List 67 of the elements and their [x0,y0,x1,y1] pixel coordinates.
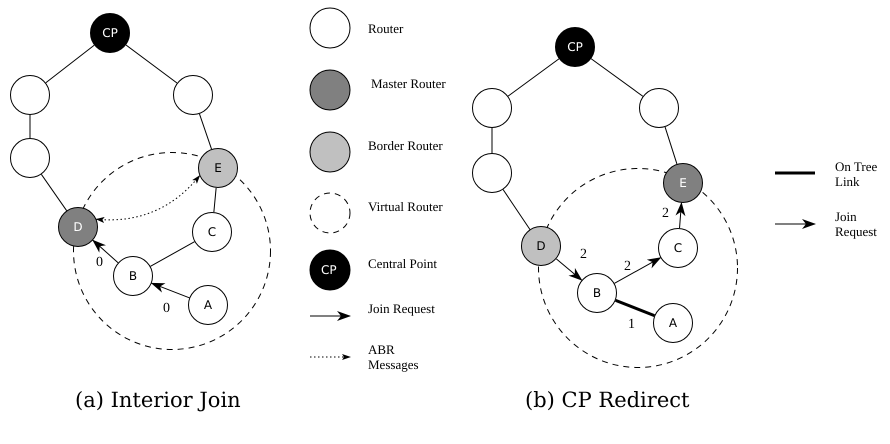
arrow [556,258,582,281]
swatch-label: CP [321,263,337,277]
link-line [150,241,196,267]
edge-label: 1 [628,318,635,332]
router-circle [113,256,153,296]
legend-label: Join Request [835,209,878,239]
node-label: E [679,176,687,190]
panel-caption: (a) Interior Join [75,388,241,412]
router-circle [188,285,228,325]
node-label: C [208,225,216,239]
router-circle [639,88,679,128]
panel-caption: (b) CP Redirect [525,388,690,412]
virtual-router-circle [538,168,738,368]
node-label: B [128,269,138,283]
router-circle [658,228,698,268]
legend-label: On Tree Link [835,159,878,189]
edge-label: 0 [163,302,170,316]
router-circle [472,88,512,128]
edge-label: 2 [580,248,587,262]
edge-label: 0 [96,256,103,270]
node-label: C [674,241,682,255]
arrow [614,257,662,284]
link-line [502,189,530,230]
router-circle [577,273,617,313]
master-router-circle [663,163,703,203]
legend-label: Border Router [368,138,443,153]
link-line [590,58,644,97]
link-line [508,58,560,97]
link-line [664,126,678,164]
link-line [126,44,178,84]
link-line [213,187,217,213]
edge-label: 2 [624,260,631,274]
router-circle [192,212,232,252]
node-label: B [592,286,602,300]
node-label: E [214,161,222,175]
legend-label: Central Point [368,256,438,271]
link-line [198,113,212,150]
arrow [92,240,119,264]
node-label: CP [102,26,118,40]
link-line [40,174,68,212]
node-label: A [204,298,212,312]
legend-label: Join Request [368,301,436,316]
link-line [45,44,95,84]
router-circle [472,153,512,193]
legend-label: Virtual Router [368,199,443,214]
router-circle [173,75,213,115]
arrow [675,202,686,229]
master-router-circle [58,207,98,247]
node-label: D [536,239,546,253]
legend-label: Router [368,21,404,36]
router-circle [653,303,693,343]
border-router-circle [198,148,238,188]
router-circle [10,75,50,115]
legend-label: Master Router [371,76,446,91]
edge-label: 2 [662,207,669,221]
node-label: A [668,316,678,330]
router-circle [10,138,50,178]
node-label: CP [567,40,583,54]
message-arrow [95,175,200,223]
legend-label: ABR Messages [368,342,420,372]
central-point-circle [555,27,595,67]
virtual-router-circle [73,152,271,350]
link-line [615,298,655,318]
border-router-circle [521,226,561,266]
arrow [150,282,190,298]
central-point-circle [90,13,130,53]
node-label: D [73,220,83,234]
